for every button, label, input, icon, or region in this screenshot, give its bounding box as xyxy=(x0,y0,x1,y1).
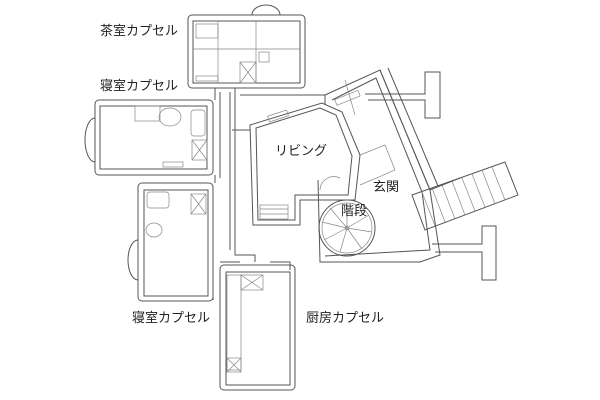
label-stairs: 階段 xyxy=(341,204,368,219)
bedroom-capsule-upper xyxy=(84,99,214,176)
tea-capsule xyxy=(187,4,306,89)
living-room xyxy=(249,102,361,226)
exterior-stair xyxy=(379,67,519,231)
label-living: リビング xyxy=(275,144,328,159)
support-pier-lower xyxy=(432,225,497,281)
spiral-stair xyxy=(318,199,376,257)
bedroom-capsule-lower xyxy=(127,182,214,302)
label-entrance: 玄関 xyxy=(373,180,400,195)
core-corridor xyxy=(212,88,326,300)
label-bedroom-capsule-upper: 寝室カプセル xyxy=(100,79,179,94)
label-bedroom-capsule-lower: 寝室カプセル xyxy=(132,311,211,326)
support-pier-upper xyxy=(365,71,441,119)
label-tea-capsule: 茶室カプセル xyxy=(100,24,179,39)
label-kitchen-capsule: 厨房カプセル xyxy=(306,311,385,326)
kitchen-capsule xyxy=(219,264,296,391)
